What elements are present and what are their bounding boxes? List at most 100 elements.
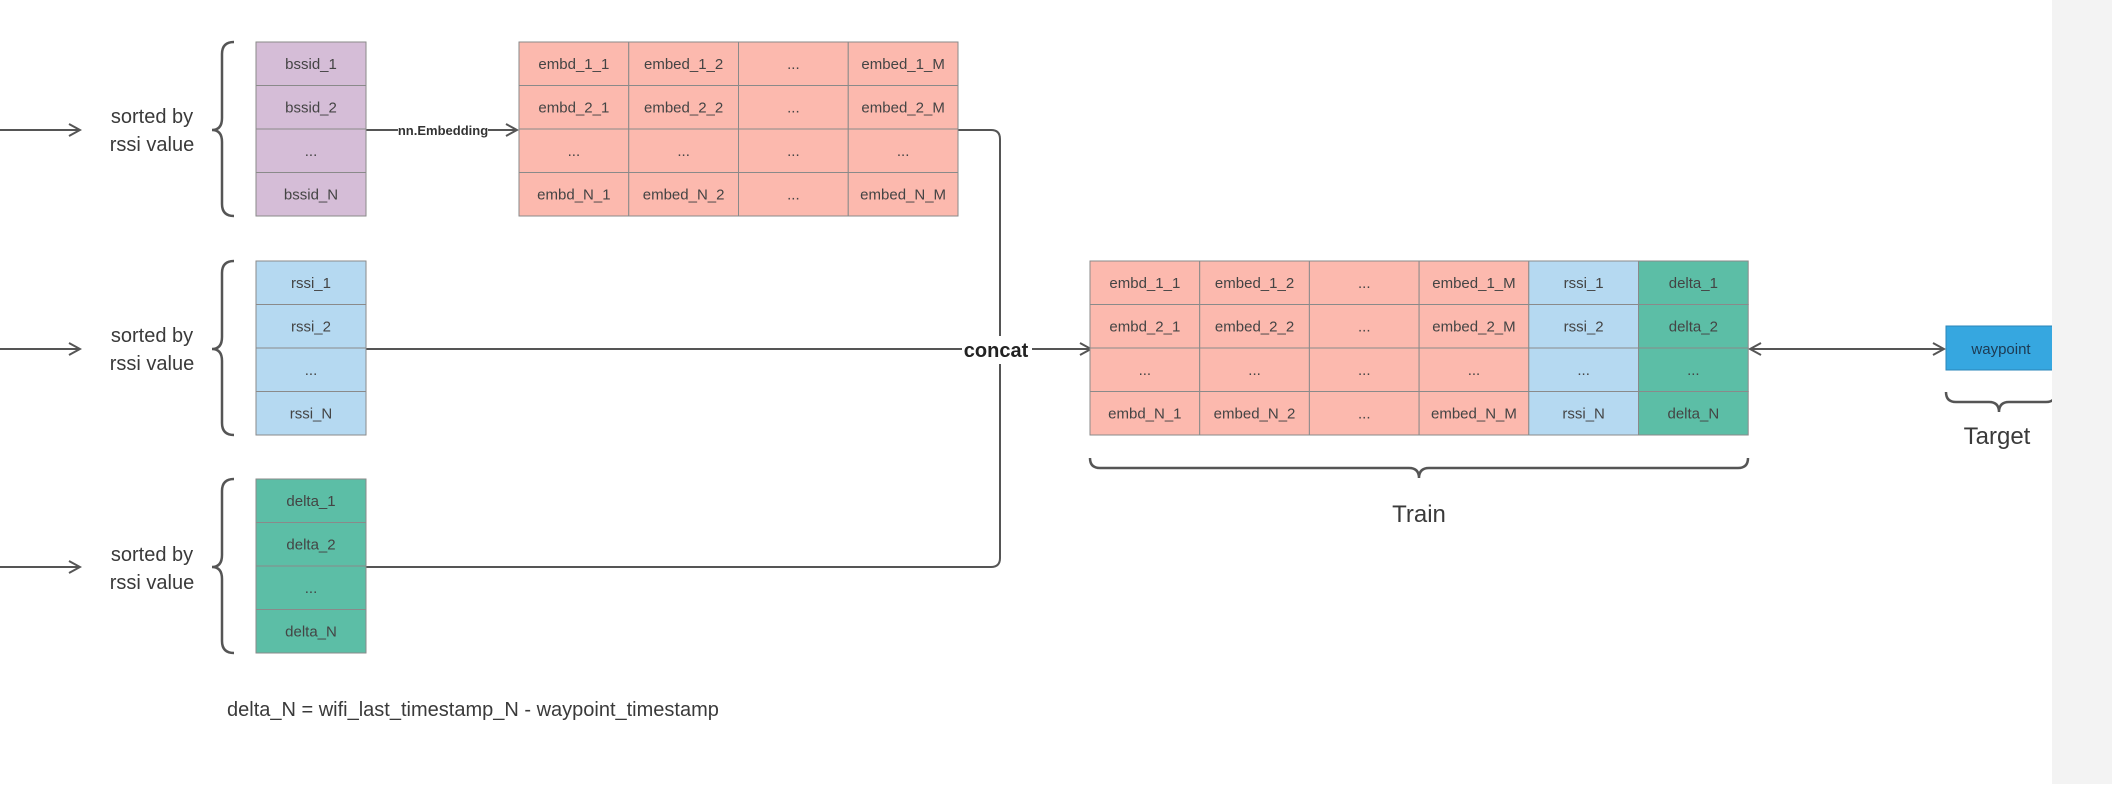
train-cell [1308, 304, 1420, 349]
train-cell-text: ... [1139, 362, 1152, 379]
embedding-cell [738, 41, 849, 86]
rssi-cell [255, 260, 367, 305]
train-cell-text: rssi_1 [1564, 275, 1604, 292]
waypoint-label: waypoint [1970, 341, 2031, 358]
concat-label-bg [962, 336, 1032, 364]
embedding-cell-text: ... [787, 143, 800, 160]
train-cell [1089, 391, 1201, 436]
bssid-cell-text: bssid_1 [285, 56, 337, 73]
rssi-cell-text: rssi_1 [291, 275, 331, 292]
right-edge-strip [2052, 0, 2112, 784]
embedding-cell-text: ... [568, 143, 581, 160]
train-cell [1308, 391, 1420, 436]
train-cell [1638, 304, 1749, 349]
brace-delta [211, 477, 235, 655]
train-cell-text: ... [1358, 275, 1371, 292]
embedding-cell [628, 41, 739, 86]
delta-cell-text: ... [305, 580, 318, 597]
sorted-label-3-line2: rssi value [110, 572, 194, 594]
train-cell [1528, 260, 1640, 305]
sorted-label-2-line2: rssi value [110, 353, 194, 375]
embedding-cell-text: ... [787, 56, 800, 73]
delta-formula: delta_N = wifi_last_timestamp_N - waypoi… [227, 699, 719, 721]
train-cell [1638, 347, 1749, 392]
delta-cell-text: delta_2 [286, 536, 335, 553]
train-cell [1199, 347, 1310, 392]
embedding-cell-text: ... [897, 143, 910, 160]
bssid-cell-text: ... [305, 143, 318, 160]
embedding-label-bg [398, 119, 488, 141]
delta-column: delta_1 delta_2... delta_N [255, 478, 367, 654]
train-cell-text: delta_2 [1669, 318, 1718, 335]
bssid-cell-text: bssid_N [284, 186, 338, 203]
sorted-label-1-line1: sorted by [111, 106, 193, 128]
embedding-cell-text: embd_N_1 [537, 186, 610, 203]
embedding-cell-text: ... [677, 143, 690, 160]
delta-cell [255, 522, 367, 567]
train-cell-text: embd_2_1 [1109, 318, 1180, 335]
embedding-cell-text: embed_2_M [861, 99, 944, 116]
embedding-cell [738, 85, 849, 130]
embedding-cell-text: embd_2_1 [538, 99, 609, 116]
train-cell-text: ... [1248, 362, 1261, 379]
embedding-to-concat-line [958, 129, 1001, 340]
bssid-cell [255, 172, 367, 217]
train-label: Train [1392, 501, 1446, 528]
embedding-cell-text: embed_N_2 [643, 186, 725, 203]
delta-cell-text: delta_N [285, 623, 337, 640]
embedding-cell [847, 172, 959, 217]
train-cell [1308, 347, 1420, 392]
rssi-cell [255, 304, 367, 349]
train-cell-text: embd_1_1 [1109, 275, 1180, 292]
rssi-cell-text: rssi_N [290, 405, 333, 422]
embedding-cell-text: embd_1_1 [538, 56, 609, 73]
rssi-cell [255, 347, 367, 392]
train-cell [1199, 304, 1310, 349]
sorted-label-3-line1: sorted by [111, 544, 193, 566]
embedding-cell-text: ... [787, 186, 800, 203]
train-cell-text: embd_N_1 [1108, 405, 1181, 422]
brace-bssid [211, 40, 235, 218]
embedding-cell-text: embed_2_2 [644, 99, 723, 116]
train-cell-text: embed_1_M [1432, 275, 1515, 292]
brace-rssi [211, 259, 235, 437]
rssi-column: rssi_1 rssi_2... rssi_N [255, 260, 367, 436]
sorted-label-2-line1: sorted by [111, 325, 193, 347]
bssid-cell [255, 41, 367, 86]
train-cell [1528, 304, 1640, 349]
train-cell [1089, 260, 1201, 305]
train-cell [1199, 391, 1310, 436]
embedding-cell [847, 128, 959, 173]
target-label: Target [1964, 423, 2031, 450]
train-cell-text: ... [1468, 362, 1481, 379]
delta-cell [255, 565, 367, 610]
waypoint-box [1945, 325, 2057, 371]
delta-to-concat-line [366, 358, 1001, 568]
embedding-cell [628, 85, 739, 130]
embedding-cell [847, 85, 959, 130]
rssi-cell-text: ... [305, 362, 318, 379]
train-cell-text: ... [1358, 362, 1371, 379]
brace-target [1944, 391, 2058, 413]
train-cell [1528, 391, 1640, 436]
delta-cell [255, 609, 367, 654]
bssid-column: bssid_1 bssid_2... bssid_N [255, 41, 367, 217]
train-cell-text: delta_N [1667, 405, 1719, 422]
train-cell-text: ... [1687, 362, 1700, 379]
rssi-cell-text: rssi_2 [291, 318, 331, 335]
embedding-cell-text: embed_1_2 [644, 56, 723, 73]
train-cell [1418, 391, 1530, 436]
brace-train [1088, 457, 1750, 479]
train-cell-text: embed_N_2 [1214, 405, 1296, 422]
delta-cell-text: delta_1 [286, 493, 335, 510]
train-cell-text: rssi_2 [1564, 318, 1604, 335]
train-cell-text: embed_2_2 [1215, 318, 1294, 335]
train-cell [1528, 347, 1640, 392]
embedding-cell [518, 41, 630, 86]
train-cell [1089, 347, 1201, 392]
bssid-cell-text: bssid_2 [285, 99, 337, 116]
